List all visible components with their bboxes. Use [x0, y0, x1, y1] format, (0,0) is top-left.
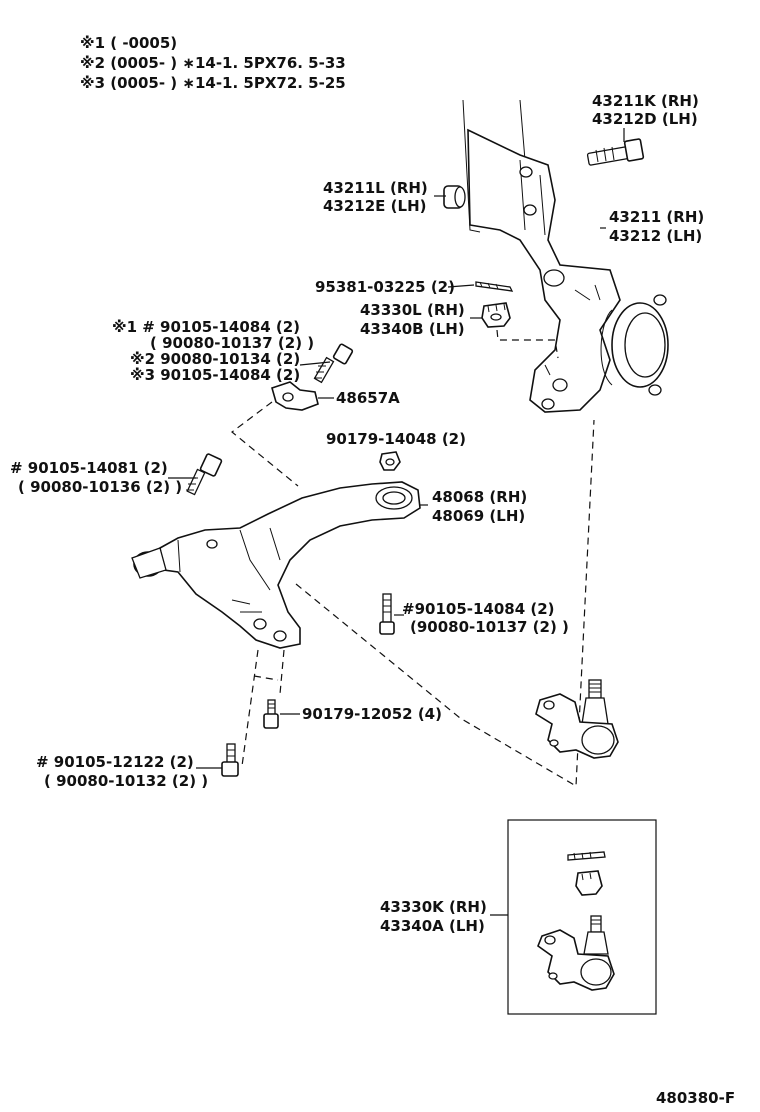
note-3: ※3 (0005- ) ∗14-1. 5PX72. 5-25 [80, 74, 346, 92]
figure-code: 480380-F [656, 1089, 735, 1107]
label-43211k: 43211K (RH) [592, 92, 699, 110]
label-bolt-1a: ※1 # 90105-14084 (2) [112, 318, 300, 336]
bolt-90179-12052[interactable] [263, 699, 279, 729]
bolt-90105-12122[interactable] [221, 743, 239, 777]
label-90080-10136: ( 90080-10136 (2) ) [18, 478, 182, 496]
label-95381: 95381-03225 (2) [315, 278, 455, 296]
label-bolt-2: ※2 90080-10134 (2) [130, 350, 300, 368]
castle-nut-43330l[interactable] [481, 302, 511, 328]
note-2: ※2 (0005- ) ∗14-1. 5PX76. 5-33 [80, 54, 346, 72]
alternate-assembly-box [507, 819, 657, 1015]
label-bolt-3: ※3 90105-14084 (2) [130, 366, 300, 384]
label-43330l: 43330L (RH) [360, 301, 465, 319]
label-43212e: 43212E (LH) [323, 197, 426, 215]
bolt-43211k[interactable] [586, 138, 645, 166]
label-48068: 48068 (RH) [432, 488, 527, 506]
label-43212: 43212 (LH) [609, 227, 702, 245]
ball-joint[interactable] [535, 679, 619, 759]
bolt-90105-14081[interactable] [186, 453, 223, 496]
label-90179-12052: 90179-12052 (4) [302, 705, 442, 723]
cotter-pin-95381[interactable] [475, 281, 514, 292]
label-48657a: 48657A [336, 389, 400, 407]
steering-knuckle[interactable] [462, 99, 669, 413]
label-43212d: 43212D (LH) [592, 110, 698, 128]
label-90105-12122: # 90105-12122 (2) [36, 753, 194, 771]
castle-nut-alt[interactable] [575, 870, 603, 896]
label-48069: 48069 (LH) [432, 507, 525, 525]
label-43340a: 43340A (LH) [380, 917, 485, 935]
label-bolt-1b: ( 90080-10137 (2) ) [150, 334, 314, 352]
nut-90179-14048[interactable] [379, 451, 401, 471]
nut-43211l[interactable] [443, 185, 466, 209]
label-43211: 43211 (RH) [609, 208, 704, 226]
bolt-90105-14084[interactable] [379, 593, 395, 635]
label-43330k: 43330K (RH) [380, 898, 487, 916]
bracket-48657a[interactable] [271, 381, 319, 411]
note-1: ※1 ( -0005) [80, 34, 177, 52]
label-43211l: 43211L (RH) [323, 179, 428, 197]
label-90080-10137: (90080-10137 (2) ) [410, 618, 569, 636]
lower-control-arm[interactable] [131, 481, 421, 649]
ball-joint-alt[interactable] [537, 915, 615, 991]
label-90105-14081: # 90105-14081 (2) [10, 459, 168, 477]
cotter-pin-alt[interactable] [567, 851, 606, 861]
label-43340b: 43340B (LH) [360, 320, 465, 338]
label-90080-10132: ( 90080-10132 (2) ) [44, 772, 208, 790]
label-90179-14048: 90179-14048 (2) [326, 430, 466, 448]
bolt-stabilizer-bracket[interactable] [313, 343, 354, 384]
label-90105-14084: #90105-14084 (2) [402, 600, 555, 618]
